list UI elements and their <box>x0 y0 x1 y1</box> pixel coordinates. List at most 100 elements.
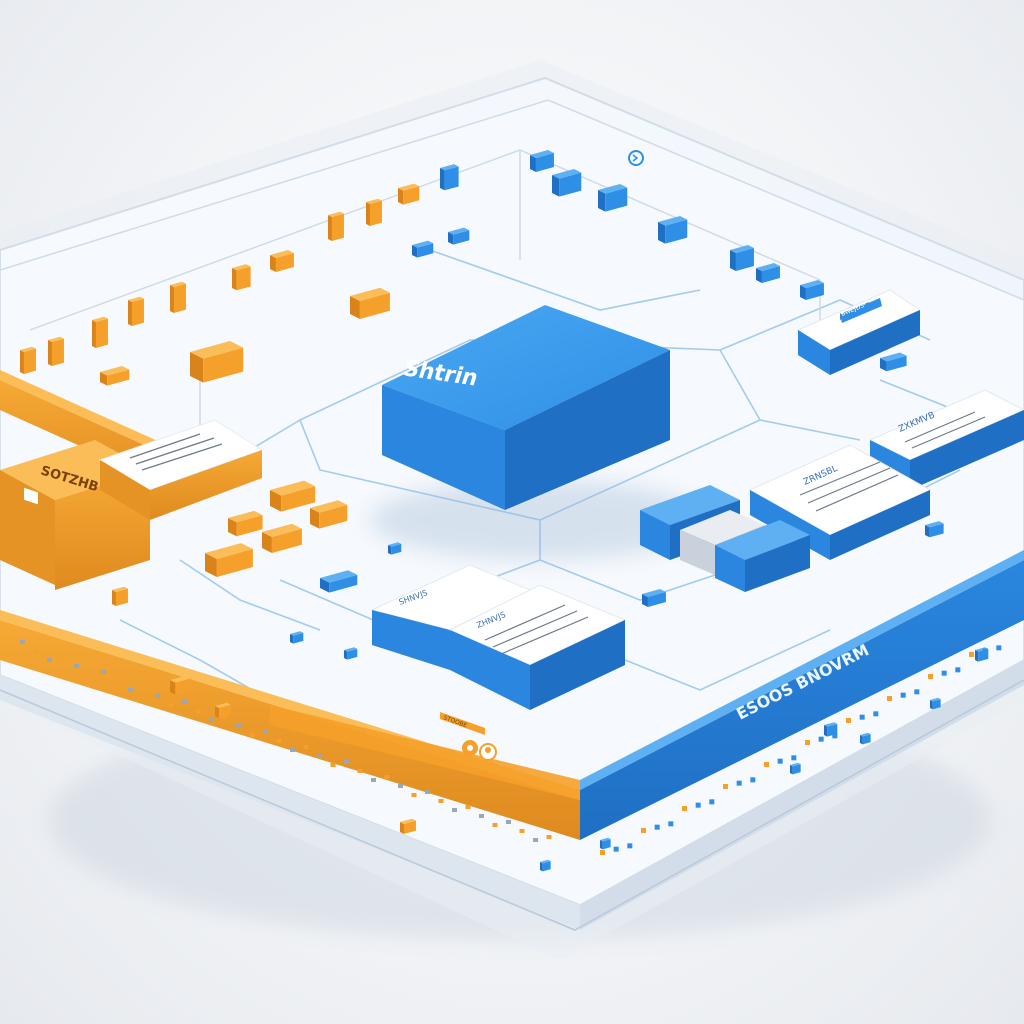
blue-cube <box>412 240 434 258</box>
edge-component <box>411 793 417 797</box>
edge-component <box>506 820 511 824</box>
blue-cubes <box>290 150 989 872</box>
blue-cube <box>860 732 871 745</box>
blue-cube <box>540 859 551 872</box>
edge-component <box>546 835 552 839</box>
blue-cube <box>440 164 459 191</box>
edge-component <box>668 821 674 827</box>
blue-cube <box>880 352 907 372</box>
orange-cube <box>205 543 253 577</box>
blue-cube <box>530 150 554 172</box>
edge-component <box>805 740 810 745</box>
edge-component <box>303 745 309 749</box>
blue-cube <box>290 631 304 644</box>
orange-cubes <box>20 183 420 834</box>
edge-component <box>887 696 892 701</box>
edge-component <box>982 648 988 654</box>
blue-cube <box>388 542 402 555</box>
edge-component <box>371 778 376 782</box>
edge-component <box>249 733 255 737</box>
edge-component <box>398 784 403 788</box>
blue-cube <box>790 762 801 775</box>
edge-component <box>764 762 769 767</box>
edge-component <box>195 709 201 713</box>
edge-component <box>791 755 797 761</box>
tag-icon <box>24 487 38 505</box>
edge-component <box>357 769 363 773</box>
edge-component <box>955 667 961 673</box>
edge-component <box>873 711 879 717</box>
edge-component <box>723 784 728 789</box>
blue-cube <box>598 183 628 212</box>
orange-cube <box>228 510 263 537</box>
center-block[interactable]: Shtrin <box>370 305 710 560</box>
orange-cube <box>270 480 316 512</box>
edge-component <box>832 733 838 739</box>
blue-cube <box>658 215 688 244</box>
edge-component <box>846 718 851 723</box>
edge-component <box>709 799 715 805</box>
edge-component <box>533 838 538 842</box>
orange-cube <box>190 341 244 383</box>
edge-component <box>928 674 933 679</box>
orange-cube <box>128 296 144 326</box>
blue-cube <box>800 280 824 300</box>
card-center-front-right[interactable]: ZHNVJS <box>448 584 627 710</box>
blue-cube <box>448 227 470 245</box>
edge-component <box>654 824 660 830</box>
blue-cube <box>730 245 754 271</box>
edge-component <box>438 799 444 803</box>
edge-component <box>682 806 687 811</box>
orange-cube <box>215 702 231 718</box>
orange-cube <box>20 346 36 374</box>
edge-component <box>695 802 701 808</box>
edge-component <box>74 664 79 668</box>
orange-cube <box>232 264 251 291</box>
orange-cube <box>310 500 348 529</box>
edge-component <box>168 703 174 707</box>
edge-component <box>236 724 241 728</box>
edge-component <box>914 689 920 695</box>
user-icon[interactable] <box>479 743 497 761</box>
edge-component <box>452 808 457 812</box>
edge-component <box>736 780 742 786</box>
edge-component <box>425 790 430 794</box>
edge-component <box>182 700 187 704</box>
edge-component <box>969 652 974 657</box>
edge-component <box>114 679 120 683</box>
edge-component <box>33 649 39 653</box>
edge-component <box>60 655 66 659</box>
card-right-upper[interactable]: AZHNDB <box>796 289 922 375</box>
edge-component <box>750 777 756 783</box>
edge-component <box>384 775 390 779</box>
orange-cube <box>400 818 416 834</box>
blue-cube <box>320 570 358 593</box>
orange-cube <box>170 675 192 695</box>
blue-cube <box>642 589 666 607</box>
orange-cube <box>112 586 128 606</box>
edge-component <box>900 692 906 698</box>
edge-component <box>479 814 484 818</box>
chevron-icon[interactable] <box>628 150 644 166</box>
blue-cube <box>600 837 611 850</box>
orange-cube <box>48 336 64 366</box>
edge-component <box>818 736 824 742</box>
edge-component <box>600 850 605 855</box>
edge-component <box>20 640 25 644</box>
orange-cube <box>398 183 420 205</box>
orange-cube <box>170 281 186 313</box>
edge-component <box>276 739 282 743</box>
orange-cube <box>92 316 108 348</box>
edge-component <box>519 829 525 833</box>
edge-component <box>222 715 228 719</box>
edge-component <box>344 760 349 764</box>
edge-component <box>641 828 646 833</box>
blue-cube <box>344 647 358 660</box>
card-left-orange[interactable] <box>98 419 264 520</box>
edge-component <box>613 846 619 852</box>
blue-cube <box>552 168 582 197</box>
blue-cube <box>925 521 944 538</box>
gear-icon[interactable] <box>462 740 478 756</box>
edge-component <box>155 694 160 698</box>
